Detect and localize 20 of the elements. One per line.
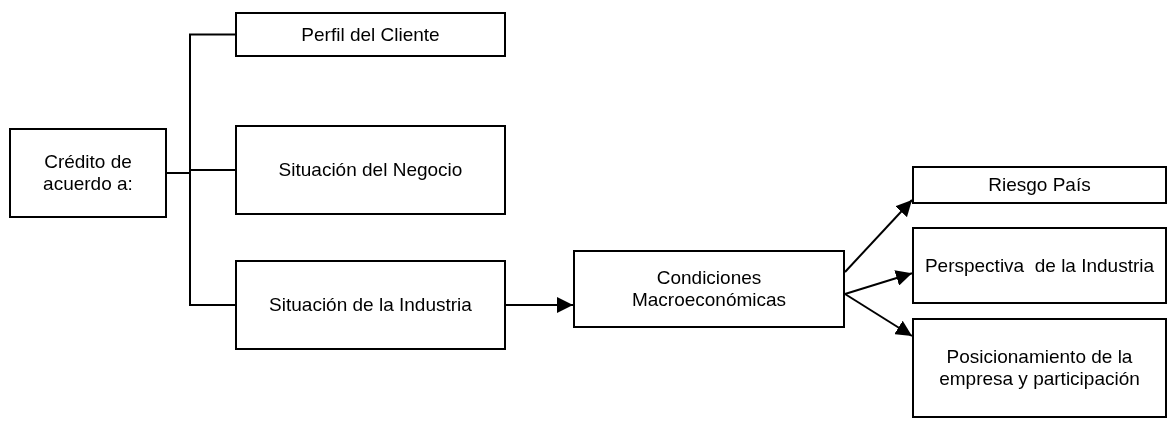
- process-box: [912, 166, 1167, 204]
- process-box: [912, 227, 1167, 304]
- process-box: [912, 318, 1167, 418]
- process-box: [235, 12, 506, 57]
- box-label: Situación del Negocio: [277, 159, 464, 181]
- process-box: [235, 260, 506, 350]
- box-label: Perspectiva de la Industria: [923, 254, 1156, 277]
- box-label: Posicionamiento de la empresa y participación: [938, 346, 1141, 390]
- process-box: [235, 125, 506, 215]
- arrow: [844, 270, 913, 295]
- arrow: [844, 293, 913, 337]
- arrow: [844, 199, 913, 273]
- arrow: [505, 297, 574, 313]
- box-label: Riesgo País: [987, 174, 1092, 196]
- process-box: [9, 128, 167, 218]
- box-label: Perfil del Cliente: [300, 23, 441, 46]
- box-label: Condiciones Macroeconómicas: [630, 267, 788, 311]
- box-label: Crédito de acuerdo a:: [42, 151, 134, 195]
- process-box: [573, 250, 845, 328]
- box-label: Situación de la Industria: [268, 294, 473, 316]
